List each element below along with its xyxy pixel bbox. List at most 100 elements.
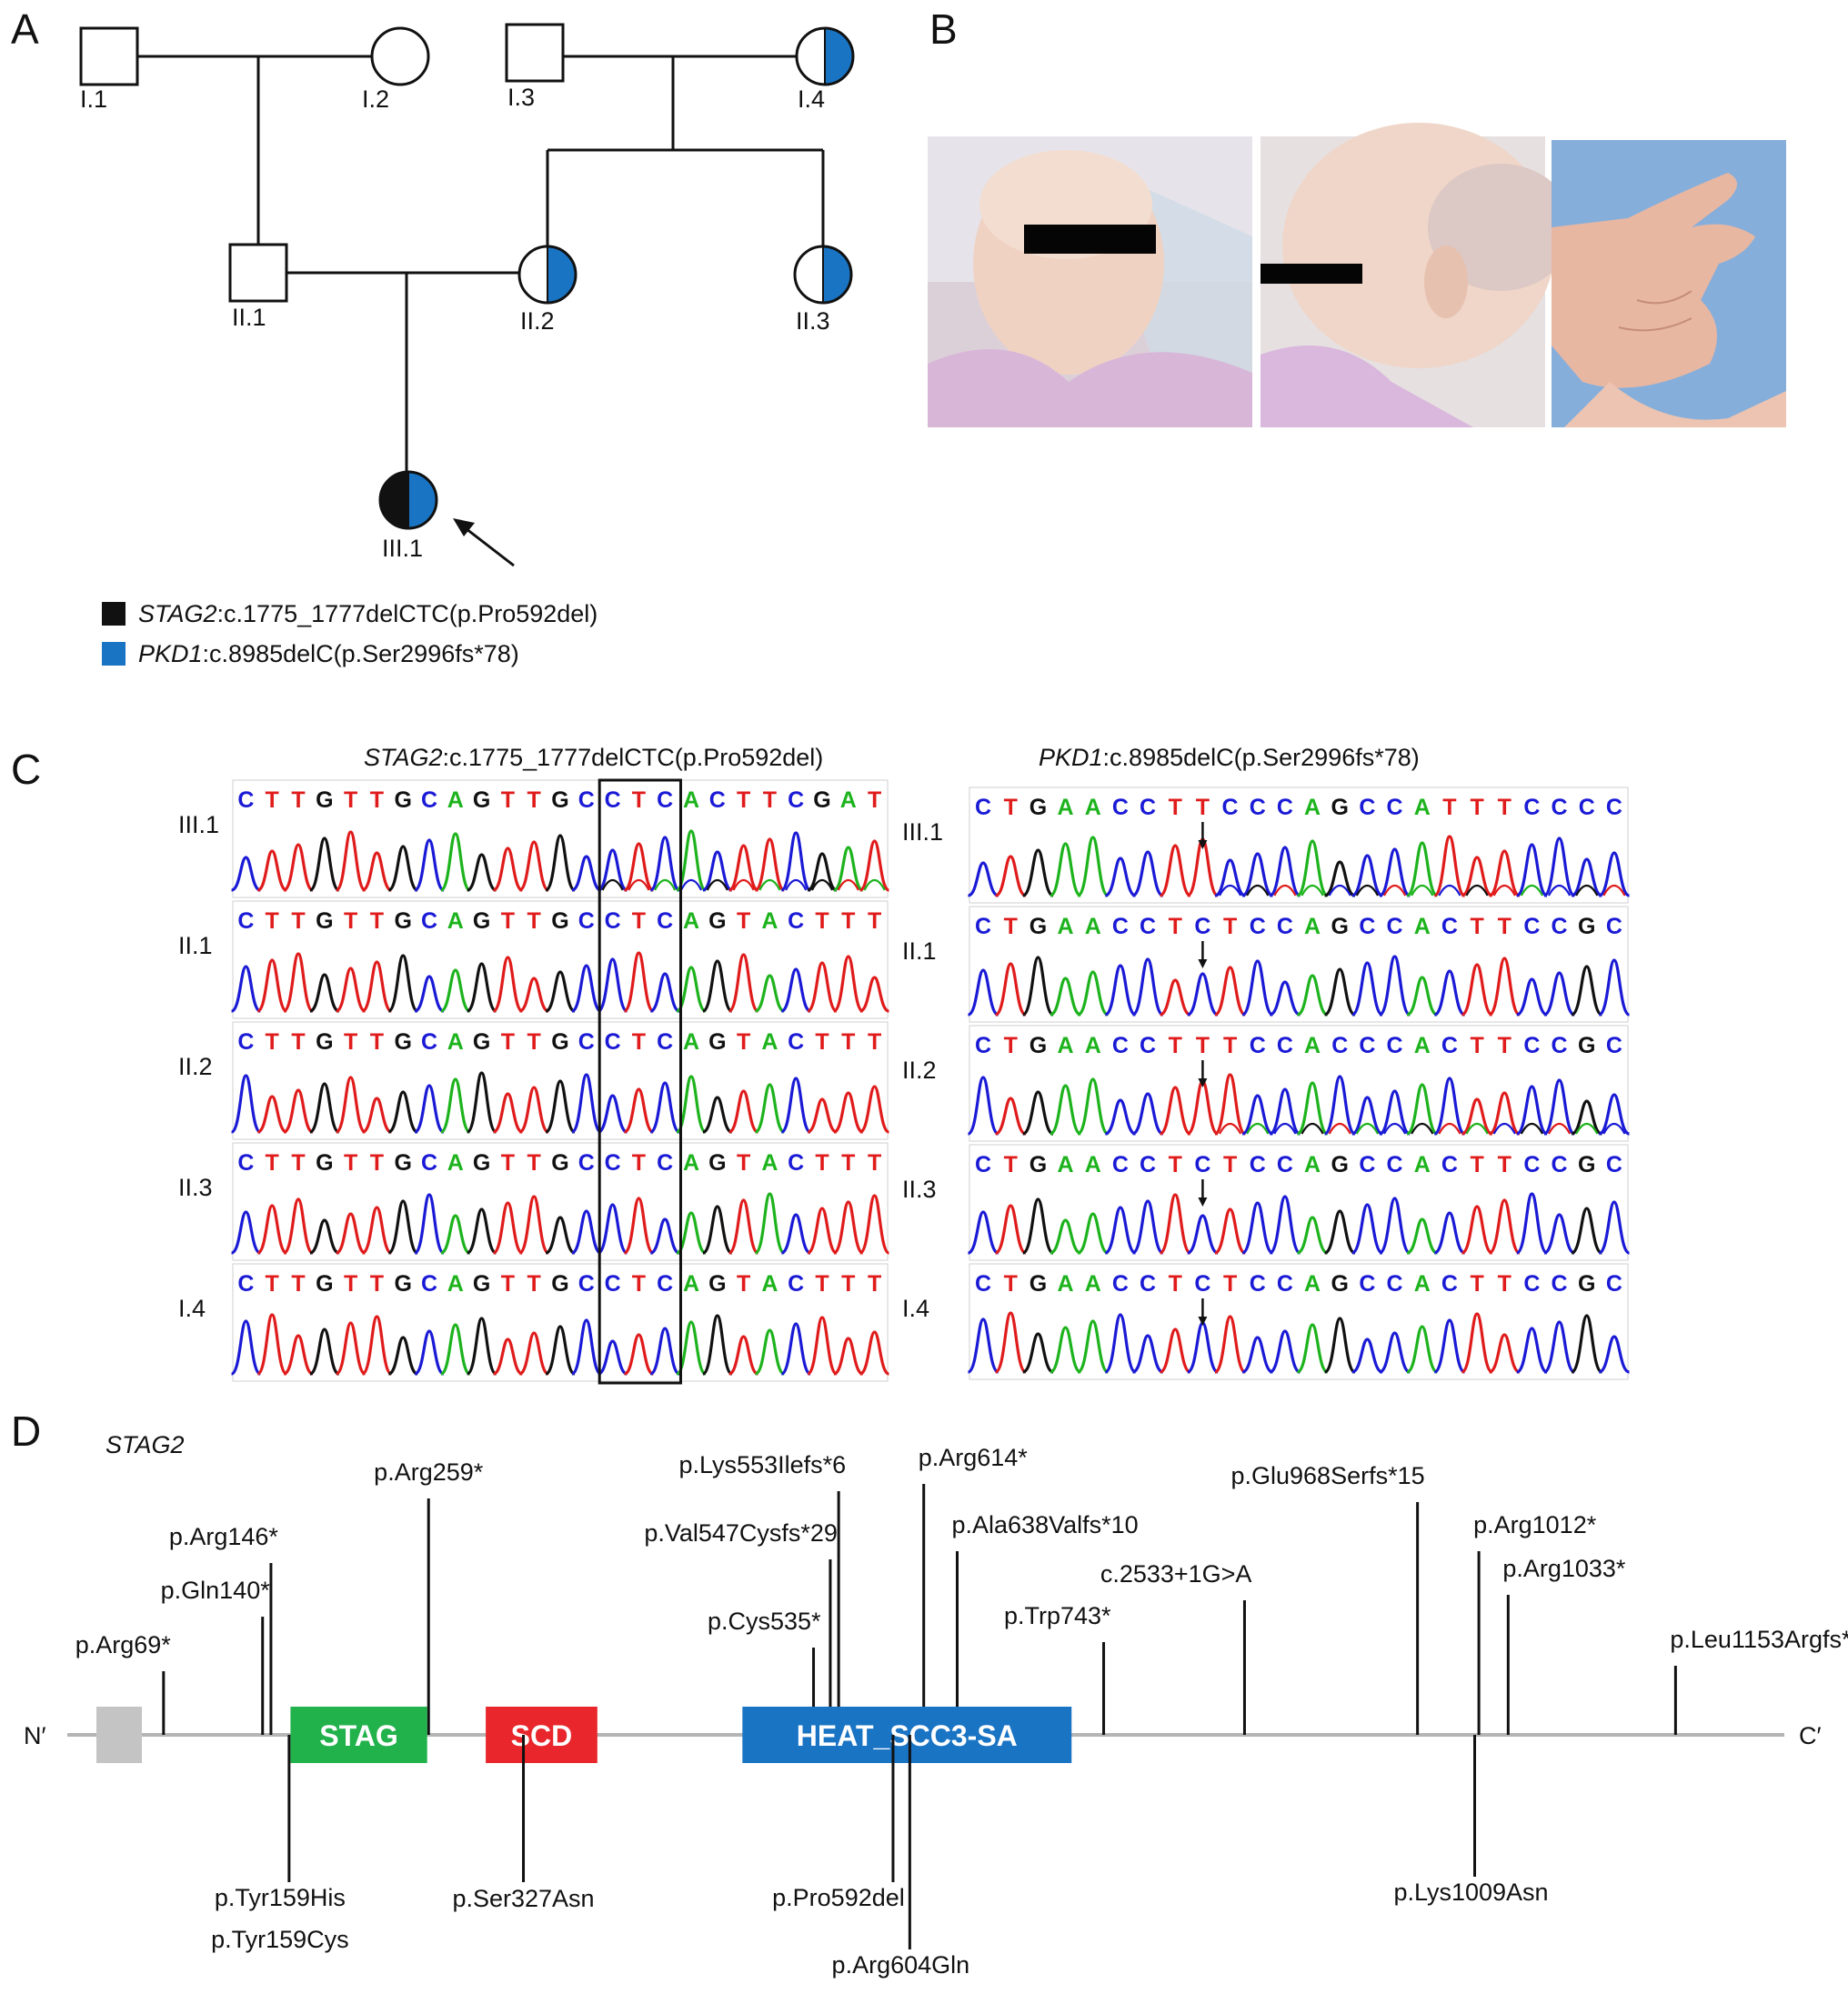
base-call: T	[1470, 1033, 1483, 1058]
trace-peak	[545, 1079, 576, 1134]
base-call: T	[1470, 914, 1483, 939]
trace-peak	[649, 1217, 680, 1255]
base-call: T	[737, 1150, 750, 1176]
base-call: A	[683, 1029, 699, 1055]
trace-peak	[1543, 971, 1575, 1017]
base-call: T	[1223, 1033, 1237, 1058]
trace-peak	[780, 1213, 811, 1255]
trace-peak	[597, 848, 628, 892]
trace-peak	[1214, 858, 1246, 897]
pedigree-individual: I.2	[362, 26, 430, 113]
variant-label: p.Arg614*	[919, 1444, 1029, 1471]
trace-peak	[1488, 849, 1521, 897]
trace-peak	[230, 1319, 262, 1376]
trace-peak	[1461, 1097, 1493, 1136]
base-call: T	[632, 908, 646, 934]
trace-peak	[779, 831, 812, 892]
base-call: T	[868, 787, 881, 813]
base-call: G	[473, 908, 490, 934]
base-call: A	[761, 1271, 778, 1297]
trace-peak	[1077, 1319, 1110, 1374]
base-call: A	[1058, 1152, 1074, 1177]
base-call: A	[761, 1150, 778, 1176]
trace-peak	[387, 954, 418, 1013]
trace-peak	[1269, 1195, 1301, 1255]
trace-peak	[518, 977, 549, 1013]
base-call: C	[578, 1271, 595, 1297]
trace-peak-secondary	[1602, 1122, 1626, 1135]
trace-peak	[754, 974, 785, 1013]
trace-peak	[1131, 957, 1164, 1017]
protein-domain-label: HEAT_SCC3-SA	[797, 1719, 1018, 1752]
base-call: T	[1498, 1152, 1512, 1177]
trace-peak	[1571, 1099, 1602, 1136]
trace-peak	[780, 1322, 811, 1376]
base-call: A	[447, 1150, 464, 1176]
base-call: G	[708, 908, 726, 934]
trace-peak	[466, 1207, 497, 1255]
base-call: T	[632, 1029, 646, 1055]
trace-peak	[1077, 970, 1110, 1017]
trace-peak-secondary	[1492, 884, 1516, 897]
trace-peak-secondary	[1575, 884, 1599, 897]
trace-peak-secondary	[1218, 1122, 1242, 1135]
base-call: G	[1029, 914, 1047, 939]
panel-label-d: D	[11, 1408, 41, 1455]
variant-label: p.Tyr159Cys	[211, 1926, 349, 1953]
base-call: T	[344, 1150, 357, 1176]
trace-peak	[492, 956, 524, 1013]
trace-peak	[1598, 1200, 1631, 1255]
base-call: C	[657, 1029, 673, 1055]
base-call: T	[1169, 1033, 1182, 1058]
trace-peak	[1296, 974, 1329, 1017]
base-call: T	[1004, 1152, 1018, 1177]
base-call: C	[1250, 1152, 1266, 1177]
trace-peak	[833, 1091, 864, 1134]
variant-label: p.Ser327Asn	[452, 1885, 594, 1912]
trace-peak	[967, 861, 999, 897]
base-call: A	[447, 787, 464, 813]
trace-peak	[728, 953, 759, 1013]
base-call: C	[578, 908, 595, 934]
pedigree-id-label: III.1	[382, 535, 423, 562]
trace-peak	[1077, 1212, 1110, 1255]
base-call: G	[473, 787, 490, 813]
trace-peak	[256, 958, 287, 1013]
trace-peak	[754, 1083, 786, 1134]
trace-peak	[1351, 1203, 1383, 1255]
pedigree-individual: II.3	[793, 245, 853, 335]
trace-peak-secondary	[1301, 1122, 1324, 1135]
base-call: A	[1085, 1152, 1101, 1177]
chromatogram-sample-label: II.2	[178, 1053, 213, 1080]
base-call: A	[1414, 914, 1431, 939]
trace-peak	[780, 1077, 811, 1134]
trace-peak	[1351, 1338, 1383, 1374]
trace-peak	[256, 1095, 287, 1134]
trace-peak	[622, 951, 655, 1013]
base-call: T	[291, 1150, 305, 1176]
c-terminus-label: C′	[1799, 1722, 1822, 1749]
base-call: C	[421, 1150, 437, 1176]
trace-peak	[335, 967, 367, 1013]
chromatogram-sample-label: II.3	[902, 1176, 937, 1203]
trace-peak	[230, 965, 262, 1013]
base-call: G	[708, 1271, 726, 1297]
trace-peak	[335, 830, 367, 892]
trace-peak	[1406, 1325, 1439, 1374]
trace-peak-secondary	[1218, 884, 1242, 897]
base-call: G	[1578, 1271, 1595, 1297]
base-call: T	[1223, 1271, 1237, 1297]
trace-peak	[283, 843, 314, 892]
trace-peak	[728, 844, 759, 892]
trace-peak	[387, 845, 418, 892]
trace-peak	[518, 1195, 549, 1255]
trace-peak	[676, 1320, 707, 1376]
trace-peak-secondary	[679, 878, 703, 891]
trace-peak	[1159, 978, 1191, 1017]
trace-peak-secondary	[654, 878, 677, 891]
trace-peak-secondary	[810, 878, 834, 891]
base-call: T	[737, 787, 750, 813]
trace-peak-secondary	[1411, 884, 1434, 897]
